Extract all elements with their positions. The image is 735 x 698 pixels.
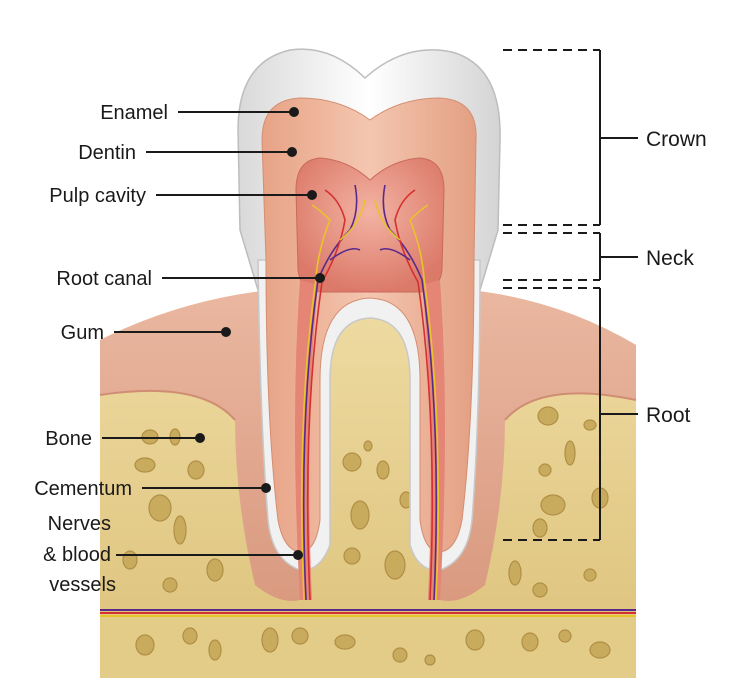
part-labels: Enamel Dentin Pulp cavity Root canal Gum… <box>34 102 168 596</box>
label-gum: Gum <box>61 322 104 344</box>
section-label-crown: Crown <box>646 128 707 151</box>
nerves-and-vessels <box>300 184 440 601</box>
section-label-root: Root <box>646 404 691 427</box>
label-nerves-line2: & blood <box>43 544 111 566</box>
gum-tissue <box>99 290 637 601</box>
label-bone: Bone <box>45 428 92 450</box>
label-nerves-line3: vessels <box>49 574 116 596</box>
label-dentin: Dentin <box>78 142 136 164</box>
label-enamel: Enamel <box>100 102 168 124</box>
section-label-neck: Neck <box>646 247 694 270</box>
section-labels: Crown Neck Root <box>646 128 707 427</box>
label-pointers <box>102 107 325 560</box>
label-root-canal: Root canal <box>56 268 152 290</box>
bone-pores <box>122 406 611 666</box>
base-vessel <box>100 609 636 617</box>
label-pulp-cavity: Pulp cavity <box>49 185 146 207</box>
tooth <box>100 48 636 617</box>
root-canal-left <box>295 280 318 600</box>
root-canal-right <box>422 280 445 600</box>
label-cementum: Cementum <box>34 478 132 500</box>
label-nerves-line1: Nerves <box>48 513 111 535</box>
section-brackets <box>503 49 638 541</box>
